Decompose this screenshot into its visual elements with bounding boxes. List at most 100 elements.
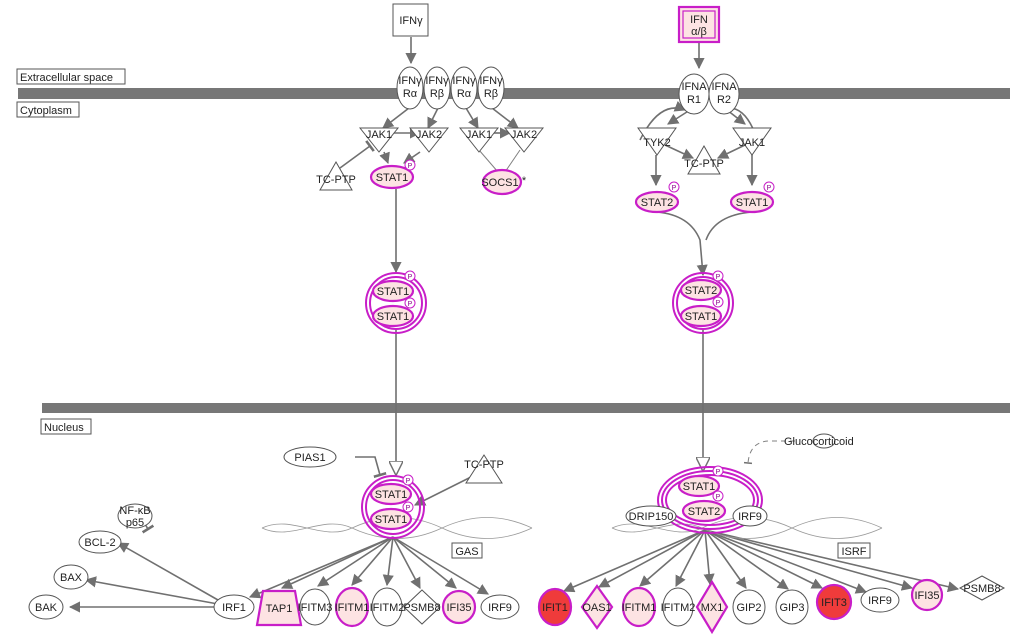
socs1-node[interactable]: SOCS1 * bbox=[481, 168, 527, 196]
target-gip3[interactable]: GIP3 bbox=[775, 589, 809, 625]
target-gip2[interactable]: GIP2 bbox=[732, 589, 766, 625]
svg-text:ISRF: ISRF bbox=[841, 546, 866, 558]
svg-text:TC-PTP: TC-PTP bbox=[684, 158, 724, 170]
svg-text:IFITM3: IFITM3 bbox=[298, 602, 333, 614]
svg-text:IFITM2: IFITM2 bbox=[661, 602, 696, 614]
target-ifitm1-right[interactable]: IFITM1 bbox=[622, 586, 657, 628]
target-irf9-right[interactable]: IRF9 bbox=[860, 587, 900, 613]
fan-left-edges bbox=[248, 536, 489, 599]
svg-text:P: P bbox=[716, 274, 721, 281]
stat1-dimer-nucleus[interactable]: STAT1 STAT1 P P bbox=[361, 474, 425, 539]
svg-text:P: P bbox=[716, 469, 721, 476]
isgf3-complex-nucleus[interactable]: STAT1 STAT2 P P bbox=[657, 465, 763, 534]
fan-right-edge-5 bbox=[704, 529, 747, 589]
fan-right-edge-1 bbox=[598, 529, 706, 588]
fan-right-edge-7 bbox=[704, 529, 824, 589]
target-ifitm1-left[interactable]: IFITM1 bbox=[335, 586, 370, 628]
ifngr-alpha-2[interactable]: IFNγ Rα bbox=[450, 66, 478, 110]
target-oas1[interactable]: OAS1 bbox=[580, 584, 614, 630]
svg-text:Rβ: Rβ bbox=[430, 88, 444, 100]
svg-text:STAT1: STAT1 bbox=[375, 514, 408, 526]
target-ifit3[interactable]: IFIT3 bbox=[815, 583, 853, 621]
svg-text:IFNA: IFNA bbox=[711, 81, 737, 93]
stat2-stat1-dimer-cyto[interactable]: STAT2 STAT1 P P bbox=[672, 270, 734, 334]
ifnar2-node[interactable]: IFNA R2 bbox=[708, 73, 740, 115]
svg-text:R2: R2 bbox=[717, 94, 731, 106]
fan-right-edge-4 bbox=[703, 529, 715, 586]
ifnab-node[interactable]: IFN α/β bbox=[677, 5, 721, 44]
fan-left-edge-1 bbox=[317, 536, 394, 587]
svg-text:JAK2: JAK2 bbox=[416, 129, 442, 141]
ifngr-beta-2[interactable]: IFNγ Rβ bbox=[477, 66, 505, 110]
drip150-node[interactable]: DRIP150 bbox=[625, 505, 677, 527]
svg-text:P: P bbox=[672, 185, 677, 192]
irf9-node-complex[interactable]: IRF9 bbox=[732, 505, 768, 527]
svg-text:P: P bbox=[408, 274, 413, 281]
svg-text:IFNγ: IFNγ bbox=[479, 75, 503, 87]
label-cytoplasm: Cytoplasm bbox=[16, 101, 80, 118]
ifngr-alpha-1[interactable]: IFNγ Rα bbox=[396, 66, 424, 110]
jak2-node-1[interactable]: JAK2 bbox=[408, 127, 450, 153]
svg-text:DRIP150: DRIP150 bbox=[629, 511, 674, 523]
target-ifitm3[interactable]: IFITM3 bbox=[298, 588, 333, 626]
jak1-node-1[interactable]: JAK1 bbox=[358, 127, 400, 153]
svg-text:GAS: GAS bbox=[455, 546, 478, 558]
fan-left-edge-6 bbox=[392, 536, 489, 595]
svg-text:IFNγ: IFNγ bbox=[398, 75, 422, 87]
svg-text:IRF9: IRF9 bbox=[738, 511, 762, 523]
stat2-node-cyto[interactable]: STAT2 P bbox=[634, 181, 680, 214]
svg-text:R1: R1 bbox=[687, 94, 701, 106]
svg-text:SOCS1: SOCS1 bbox=[481, 177, 518, 189]
bax-node[interactable]: BAX bbox=[53, 564, 89, 590]
svg-text:Cytoplasm: Cytoplasm bbox=[20, 105, 72, 117]
bcl2-node[interactable]: BCL-2 bbox=[78, 530, 122, 554]
svg-text:IFIT3: IFIT3 bbox=[821, 597, 847, 609]
svg-text:IRF1: IRF1 bbox=[222, 602, 246, 614]
target-ifitm2-left[interactable]: IFITM2 bbox=[370, 587, 405, 627]
target-ifi35-right[interactable]: IFI35 bbox=[910, 578, 944, 612]
stat1-node-cyto-right[interactable]: STAT1 P bbox=[729, 181, 775, 214]
svg-text:P: P bbox=[406, 478, 411, 485]
svg-text:IRF9: IRF9 bbox=[488, 602, 512, 614]
target-psmb8-right[interactable]: PSMB8 bbox=[958, 575, 1006, 601]
stat1-dimer-cyto[interactable]: STAT1 STAT1 P P bbox=[365, 270, 427, 334]
nfkb-node[interactable]: NF-κB p65 bbox=[117, 503, 153, 529]
fan-right-edge-8 bbox=[704, 529, 868, 594]
svg-text:TC-PTP: TC-PTP bbox=[464, 459, 504, 471]
jak2-node-2[interactable]: JAK2 bbox=[503, 127, 545, 153]
target-ifit1[interactable]: IFIT1 bbox=[537, 587, 573, 627]
glucocorticoid-node[interactable]: Glucocorticoid bbox=[784, 433, 854, 449]
pias1-node[interactable]: PIAS1 bbox=[283, 446, 337, 468]
tyk2-node[interactable]: TYK2 bbox=[637, 127, 677, 156]
tcptp-node-right[interactable]: TC-PTP bbox=[684, 144, 724, 175]
stat1-node-cyto-left[interactable]: STAT1 P bbox=[369, 159, 416, 190]
svg-text:Rα: Rα bbox=[457, 88, 472, 100]
svg-text:P: P bbox=[406, 505, 411, 512]
fan-right-edge-2 bbox=[639, 529, 706, 587]
svg-text:IFITM2: IFITM2 bbox=[370, 602, 405, 614]
label-nucleus: Nucleus bbox=[40, 418, 92, 435]
tcptp-node-1[interactable]: TC-PTP bbox=[316, 160, 356, 191]
jak1-node-right[interactable]: JAK1 bbox=[732, 127, 772, 156]
svg-text:Rβ: Rβ bbox=[484, 88, 498, 100]
jak1-node-2[interactable]: JAK1 bbox=[458, 127, 500, 153]
target-mx1[interactable]: MX1 bbox=[695, 579, 729, 635]
bak-node[interactable]: BAK bbox=[28, 594, 64, 620]
gas-element[interactable]: GAS bbox=[451, 542, 483, 559]
fan-left-edge-2 bbox=[351, 536, 394, 586]
isrf-element[interactable]: ISRF bbox=[837, 542, 871, 559]
target-ifi35-left[interactable]: IFI35 bbox=[441, 589, 477, 625]
ifnar1-node[interactable]: IFNA R1 bbox=[678, 73, 710, 115]
svg-text:IFNA: IFNA bbox=[681, 81, 707, 93]
target-ifitm2-right[interactable]: IFITM2 bbox=[661, 587, 696, 627]
ifng-node[interactable]: IFNγ bbox=[392, 3, 429, 37]
target-psmb8-left[interactable]: PSMB8 bbox=[403, 589, 441, 625]
target-irf9-left[interactable]: IRF9 bbox=[480, 594, 520, 620]
svg-text:Glucocorticoid: Glucocorticoid bbox=[784, 436, 854, 448]
ifngr-beta-1[interactable]: IFNγ Rβ bbox=[423, 66, 451, 110]
tcptp-node-nucleus[interactable]: TC-PTP bbox=[464, 454, 504, 484]
fan-right-edge-0 bbox=[562, 529, 706, 593]
irf1-node[interactable]: IRF1 bbox=[213, 594, 255, 620]
target-tap1[interactable]: TAP1 bbox=[255, 589, 303, 627]
svg-text:STAT2: STAT2 bbox=[641, 197, 674, 209]
